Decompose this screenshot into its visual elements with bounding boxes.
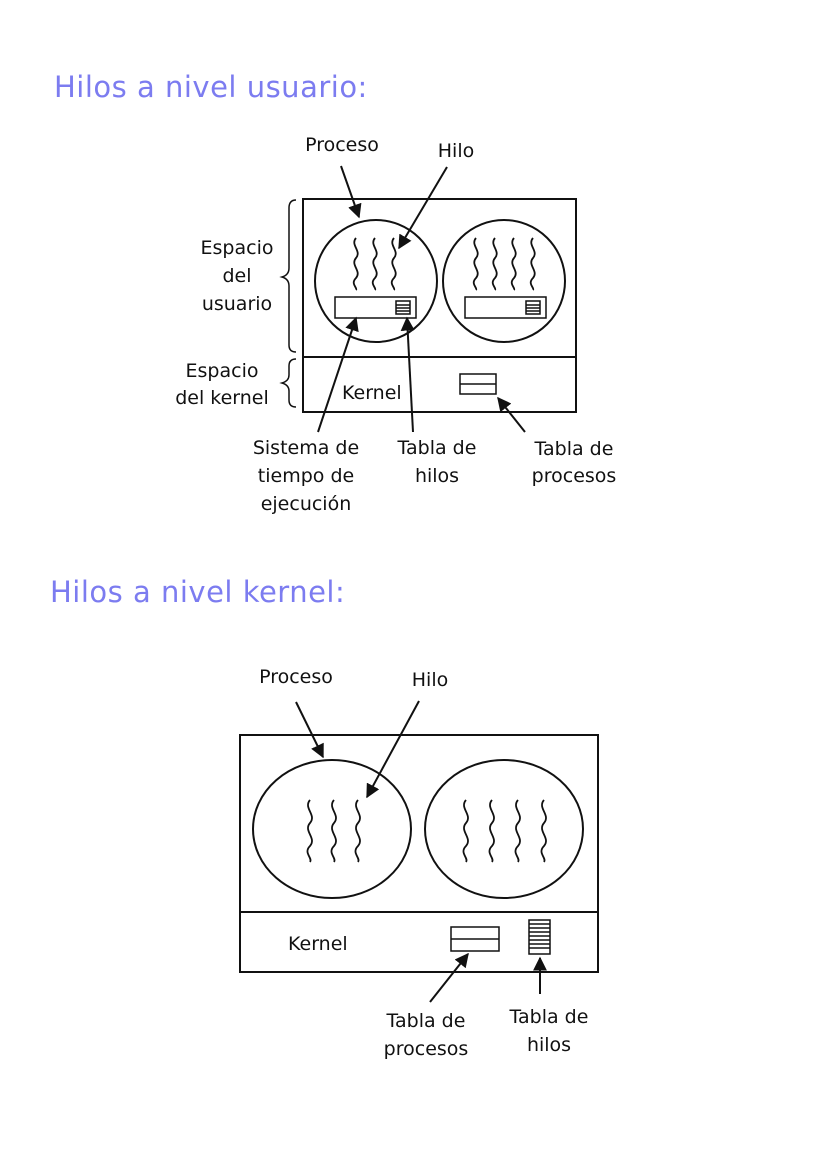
thread-table-label-line-2: hilos [527,1034,571,1056]
thread-table-label-line-2: hilos [415,465,459,487]
thread-group-4 [462,799,547,863]
kernel-space-label-line-1: Espacio [186,360,259,382]
thread-icon [540,799,547,863]
thread-group-2 [472,237,536,291]
kernel-level-diagram: Kernel Proceso Hilo Tabla de procesos Ta… [239,666,599,1060]
process-table-icon [450,926,500,952]
user-space-brace [279,199,297,353]
thread-table-arrow [400,316,415,433]
process-circle-1 [314,219,438,343]
process-ellipse-2 [424,759,584,899]
runtime-system-label-line-2: tiempo de [258,465,354,487]
kernel-label: Kernel [288,933,348,955]
thread-table-icon-2 [525,300,541,315]
runtime-system-label-line-1: Sistema de [253,437,359,459]
process-ellipse-1 [252,759,412,899]
thread-icon [390,237,397,291]
thread-table-icon [528,919,551,955]
kernel-space-label-line-2: del kernel [175,387,269,409]
process-label: Proceso [305,134,379,156]
user-space-label-line-2: del [222,265,251,287]
thread-icon [491,237,498,291]
process-arrow [295,701,324,759]
process-table-label-line-2: procesos [532,465,617,487]
thread-icon [529,237,536,291]
kernel-level-heading: Hilos a nivel kernel: [50,575,346,609]
thread-group-3 [306,799,361,863]
thread-arrow [398,166,448,250]
thread-group-1 [352,237,397,291]
thread-icon [488,799,495,863]
process-table-icon [459,373,497,395]
thread-icon [510,237,517,291]
process-circle-2 [442,219,566,343]
thread-icon [371,237,378,291]
user-level-heading: Hilos a nivel usuario: [54,70,368,104]
runtime-system-arrow [317,316,359,433]
user-level-diagram: Kernel Proceso Hilo Espacio del usuario … [175,134,616,515]
thread-icon [514,799,521,863]
kernel-label: Kernel [342,382,402,404]
user-space-label-line-1: Espacio [201,237,274,259]
thread-arrow [366,700,420,799]
user-space-label-line-3: usuario [202,293,272,315]
kernel-space-brace [279,358,297,408]
thread-icon [330,799,337,863]
runtime-system-box-1 [334,296,417,319]
process-label: Proceso [259,666,333,688]
thread-icon [472,237,479,291]
kernel-level-outer-box [239,734,599,973]
process-table-arrow [497,396,526,433]
thread-icon [354,799,361,863]
thread-table-label-line-1: Tabla de [509,1006,589,1028]
thread-table-label-line-1: Tabla de [397,437,477,459]
thread-label: Hilo [412,669,448,691]
process-table-label-line-1: Tabla de [386,1010,466,1032]
process-table-label-line-1: Tabla de [534,438,614,460]
thread-icon [352,237,359,291]
runtime-system-label-line-3: ejecución [261,493,352,515]
process-table-arrow [429,952,469,1003]
thread-icon [306,799,313,863]
user-level-outer-box [302,198,577,413]
process-table-label-line-2: procesos [384,1038,469,1060]
process-arrow [340,165,362,219]
runtime-system-box-2 [464,296,547,319]
thread-table-icon-1 [395,300,411,315]
thread-icon [462,799,469,863]
thread-label: Hilo [438,140,474,162]
